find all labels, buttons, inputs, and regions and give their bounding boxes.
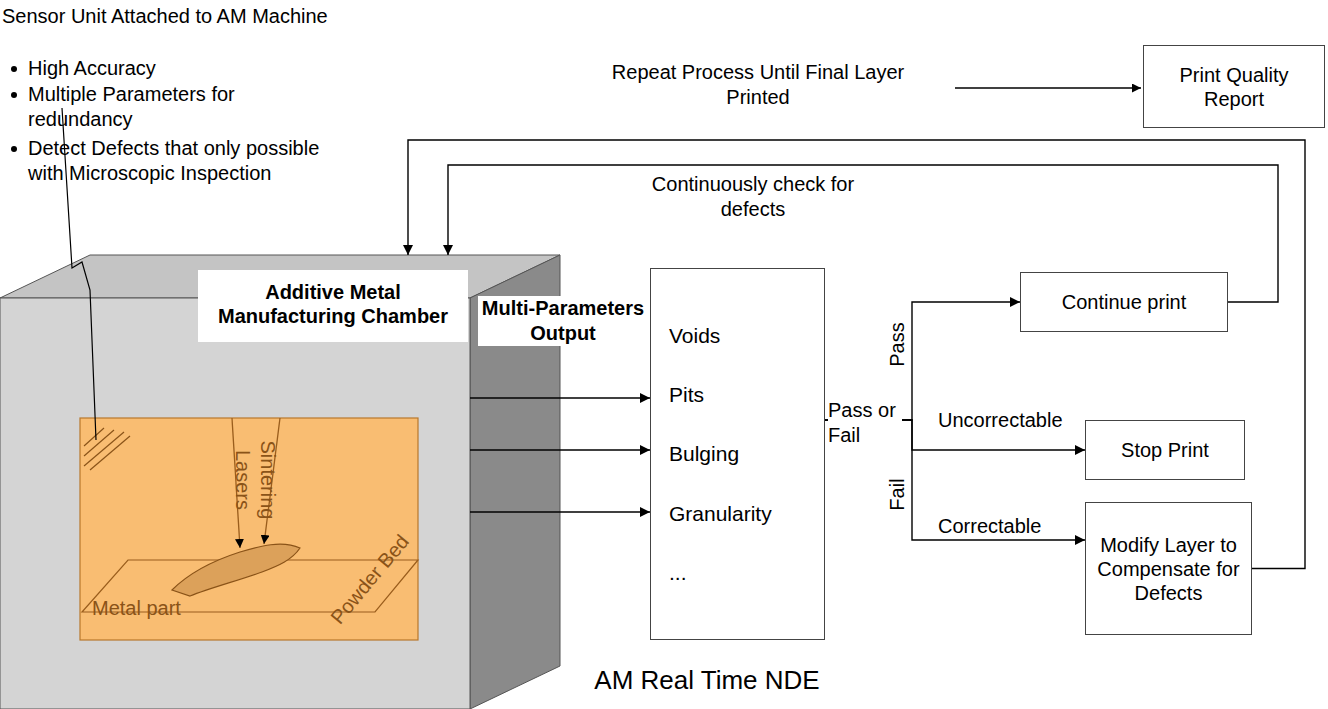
part-label: Sintering Lasers [230, 430, 280, 530]
connector-arrow [470, 449, 650, 450]
report-box: Print Quality Report [1143, 45, 1325, 128]
metal-part [172, 544, 300, 596]
box-text: Continue print [1062, 290, 1187, 314]
sensor-leader-line [62, 108, 96, 440]
decision-label: Pass or Fail [828, 398, 902, 448]
edge-label: Continuously check for defects [640, 172, 866, 222]
defect-item: Bulging [669, 441, 739, 466]
chamber-title: Additive Metal Manufacturing Chamber [198, 270, 468, 342]
defect-list-box: VoidsPitsBulgingGranularity... [650, 268, 825, 640]
box-text: Modify Layer to Compensate for Defects [1094, 533, 1243, 605]
bullet-text: Multiple Parameters for redundancy [28, 82, 318, 132]
connector-arrow [470, 397, 650, 398]
manufacturing-chamber: Additive Metal Manufacturing Chamber [0, 255, 470, 709]
chamber-top-face [0, 255, 560, 298]
process-box: Modify Layer to Compensate for Defects [1085, 502, 1252, 635]
connector-arrow [825, 302, 1020, 420]
bullet-text: High Accuracy [28, 56, 318, 81]
connector-arrow [825, 420, 1085, 540]
report-arrow [955, 87, 1141, 88]
chamber-window [80, 418, 418, 640]
connector-arrow [448, 165, 1278, 302]
sensor-hatching [84, 428, 130, 470]
output-label: Multi-Parameters Output [478, 296, 648, 346]
chamber-front-face [0, 298, 470, 709]
note-text: Repeat Process Until Final Layer Printed [598, 60, 918, 110]
bullet-text: Detect Defects that only possible with M… [28, 136, 328, 186]
part-label: Metal part [92, 596, 212, 621]
box-text: Stop Print [1121, 438, 1209, 462]
caption: AM Real Time NDE [572, 664, 842, 697]
edge-label: Correctable [938, 514, 1078, 539]
box-text: Print Quality Report [1152, 63, 1316, 111]
branch-label: Fail [885, 470, 910, 520]
laser-beam [232, 418, 240, 548]
connector-arrow [825, 420, 1085, 450]
laser-beam [264, 418, 280, 544]
process-box: Stop Print [1085, 420, 1245, 480]
process-box: Continue print [1020, 272, 1228, 332]
bullet-dots [11, 66, 17, 152]
edge-label: Uncorrectable [938, 408, 1088, 433]
connector-arrow [470, 511, 650, 512]
part-label: Powder Bed [319, 522, 422, 638]
defect-item: Pits [669, 382, 704, 407]
branch-label: Pass [885, 320, 910, 370]
defect-item: Granularity [669, 501, 772, 526]
defect-item: Voids [669, 323, 720, 348]
chamber-side-face [470, 255, 560, 709]
defect-item: ... [669, 560, 687, 585]
connector-arrow [408, 140, 1305, 569]
callout-heading: Sensor Unit Attached to AM Machine [2, 4, 332, 29]
